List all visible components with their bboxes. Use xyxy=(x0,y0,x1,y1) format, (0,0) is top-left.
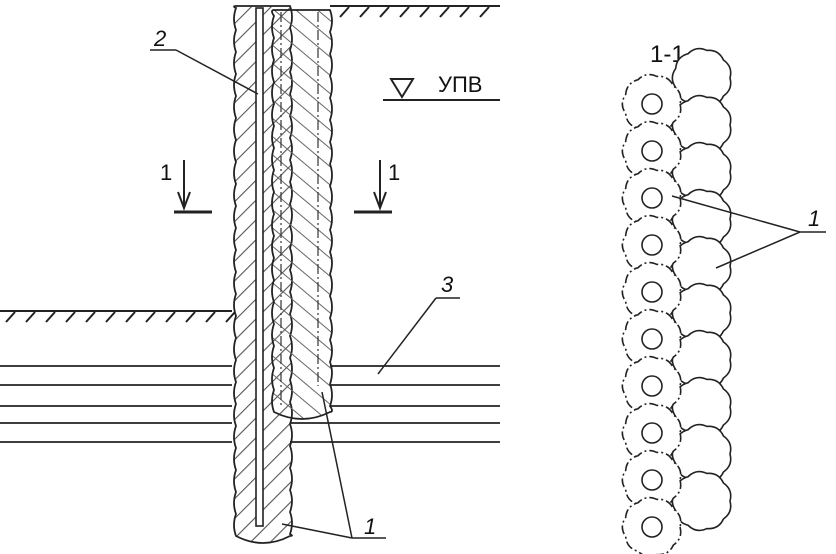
section-marker-right-label: 1 xyxy=(388,160,400,185)
section-pipe-hole xyxy=(641,93,663,115)
section-pipe-hole xyxy=(641,516,663,538)
excavation-ground-surface xyxy=(0,310,236,323)
water-level-marker: УПВ xyxy=(383,72,500,101)
ground-tick xyxy=(225,311,236,323)
section-pile-back xyxy=(671,470,732,532)
injection-pipe xyxy=(255,7,264,527)
ground-tick xyxy=(45,311,56,323)
callout-piles-label: 1 xyxy=(364,514,376,539)
ground-tick xyxy=(65,311,76,323)
section-marker-left-label: 1 xyxy=(160,160,172,185)
callout-piles: 1 xyxy=(281,391,386,539)
soil-layer-lines xyxy=(0,365,500,443)
ground-tick xyxy=(5,311,16,323)
elevation-view: УПВ 1 1 2 3 xyxy=(0,5,500,544)
ground-tick xyxy=(145,311,156,323)
section-pipe-hole xyxy=(641,234,663,256)
ground-tick xyxy=(379,6,390,18)
ground-tick xyxy=(105,311,116,323)
ground-tick xyxy=(479,6,490,18)
ground-tick xyxy=(185,311,196,323)
section-back-row xyxy=(671,47,732,532)
ground-tick xyxy=(205,311,216,323)
ground-tick xyxy=(359,6,370,18)
ground-tick xyxy=(339,6,350,18)
section-pipe-hole xyxy=(641,328,663,350)
section-pipe-hole xyxy=(641,375,663,397)
section-callout: 1 xyxy=(671,195,826,269)
ground-tick xyxy=(165,311,176,323)
section-pipe-hole xyxy=(641,281,663,303)
ground-tick xyxy=(125,311,136,323)
section-marker-right: 1 xyxy=(354,160,400,214)
ground-tick xyxy=(439,6,450,18)
callout-layers-label: 3 xyxy=(441,272,454,297)
water-level-label: УПВ xyxy=(438,72,482,97)
callout-pipe: 2 xyxy=(150,26,259,95)
ground-tick xyxy=(25,311,36,323)
section-callout-label: 1 xyxy=(808,206,820,231)
ground-tick xyxy=(419,6,430,18)
ground-tick xyxy=(85,311,96,323)
callout-layers: 3 xyxy=(377,272,460,375)
short-pile xyxy=(271,9,333,420)
section-front-row xyxy=(621,73,682,554)
ground-tick xyxy=(459,6,470,18)
section-pipe-hole xyxy=(641,422,663,444)
section-pipe-hole xyxy=(641,469,663,491)
callout-pipe-label: 2 xyxy=(153,26,166,51)
ground-tick xyxy=(399,6,410,18)
section-marker-left: 1 xyxy=(160,160,212,214)
section-view: 1-1 1 xyxy=(621,41,826,554)
section-pipe-hole xyxy=(641,187,663,209)
upper-ground-surface xyxy=(330,5,500,18)
section-pipe-hole xyxy=(641,140,663,162)
